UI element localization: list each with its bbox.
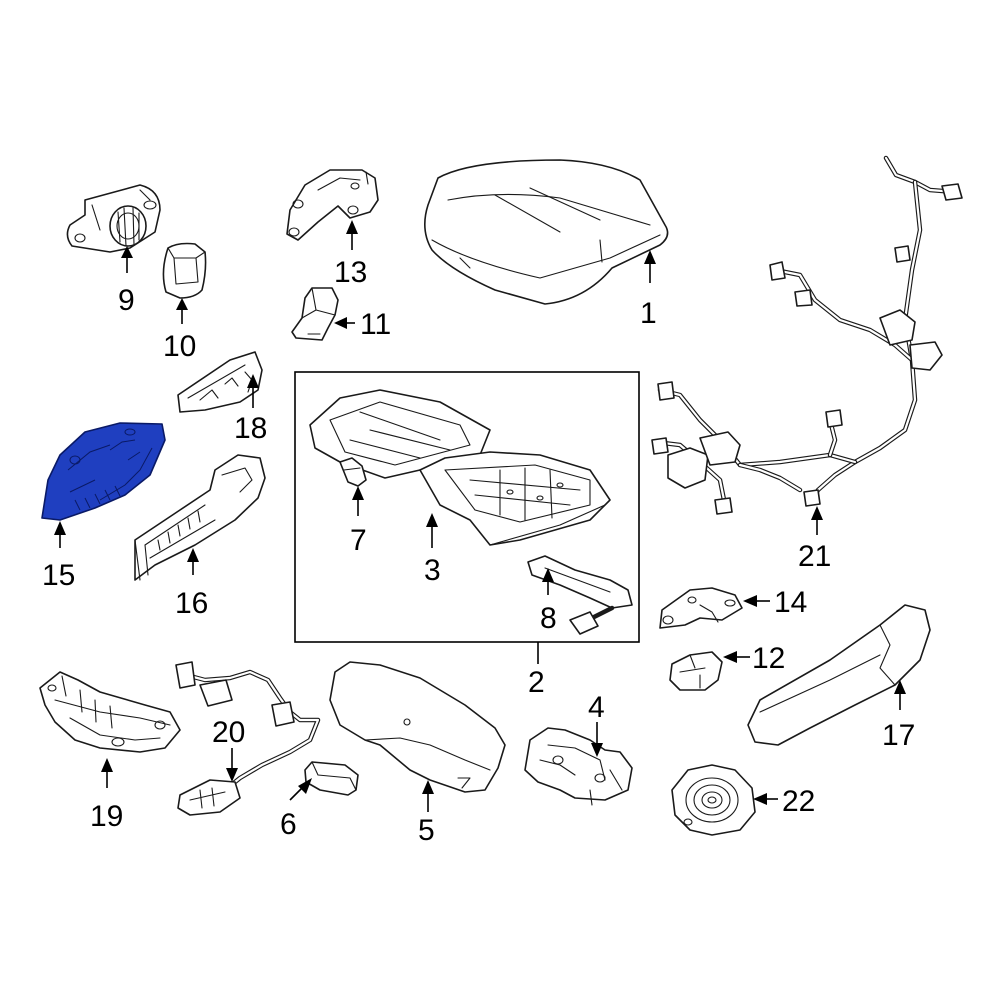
- callout-17: 17: [882, 719, 915, 752]
- callout-22: 22: [782, 785, 815, 818]
- part-10-knob[interactable]: [162, 242, 207, 299]
- part-15-side-shield-highlighted[interactable]: [41, 422, 166, 521]
- part-5-pad[interactable]: [329, 661, 506, 793]
- callout-6: 6: [280, 808, 297, 841]
- callout-21: 21: [798, 540, 831, 573]
- callout-15: 15: [42, 559, 75, 592]
- part-17-outer-shield[interactable]: [747, 604, 931, 746]
- callout-5: 5: [418, 814, 435, 847]
- part-14-bracket[interactable]: [659, 587, 743, 629]
- callout-12: 12: [752, 642, 785, 675]
- part-19-adjuster[interactable]: [39, 671, 181, 753]
- callout-leaders: [54, 220, 906, 812]
- part-11-clip[interactable]: [291, 287, 339, 341]
- part-3-cushion-frame[interactable]: [309, 389, 611, 546]
- part-9-seat-switch[interactable]: [66, 184, 161, 253]
- part-7-clip[interactable]: [339, 457, 367, 487]
- callout-13: 13: [334, 256, 367, 289]
- callout-20: 20: [212, 716, 245, 749]
- callout-4: 4: [588, 691, 605, 724]
- part-18-trim[interactable]: [177, 351, 263, 413]
- callout-16: 16: [175, 587, 208, 620]
- part-8-harness[interactable]: [527, 555, 633, 635]
- part-22-motor[interactable]: [671, 764, 756, 836]
- part-12-clip[interactable]: [669, 651, 723, 691]
- part-1-seat-cushion[interactable]: [424, 159, 669, 305]
- callout-labels: 1 9 10 13 11 18 15 16 7 3 8 2 21 14 12 1…: [42, 256, 915, 847]
- callout-3: 3: [424, 554, 441, 587]
- part-20-cable-harness[interactable]: [175, 661, 321, 816]
- callout-14: 14: [774, 586, 807, 619]
- part-21-wiring-harness[interactable]: [651, 155, 963, 515]
- part-4-motor-bracket[interactable]: [524, 727, 633, 806]
- part-2-group-box: [294, 371, 640, 643]
- callout-9: 9: [118, 284, 135, 317]
- callout-1: 1: [640, 297, 657, 330]
- part-13-bracket[interactable]: [286, 169, 379, 241]
- callout-11: 11: [360, 308, 391, 341]
- callout-8: 8: [540, 602, 557, 635]
- callout-10: 10: [163, 330, 196, 363]
- callout-18: 18: [234, 412, 267, 445]
- part-16-side-trim[interactable]: [134, 454, 266, 581]
- part-6-handle[interactable]: [304, 761, 359, 796]
- callout-19: 19: [90, 800, 123, 833]
- callout-2: 2: [528, 666, 545, 699]
- callout-7: 7: [350, 524, 367, 557]
